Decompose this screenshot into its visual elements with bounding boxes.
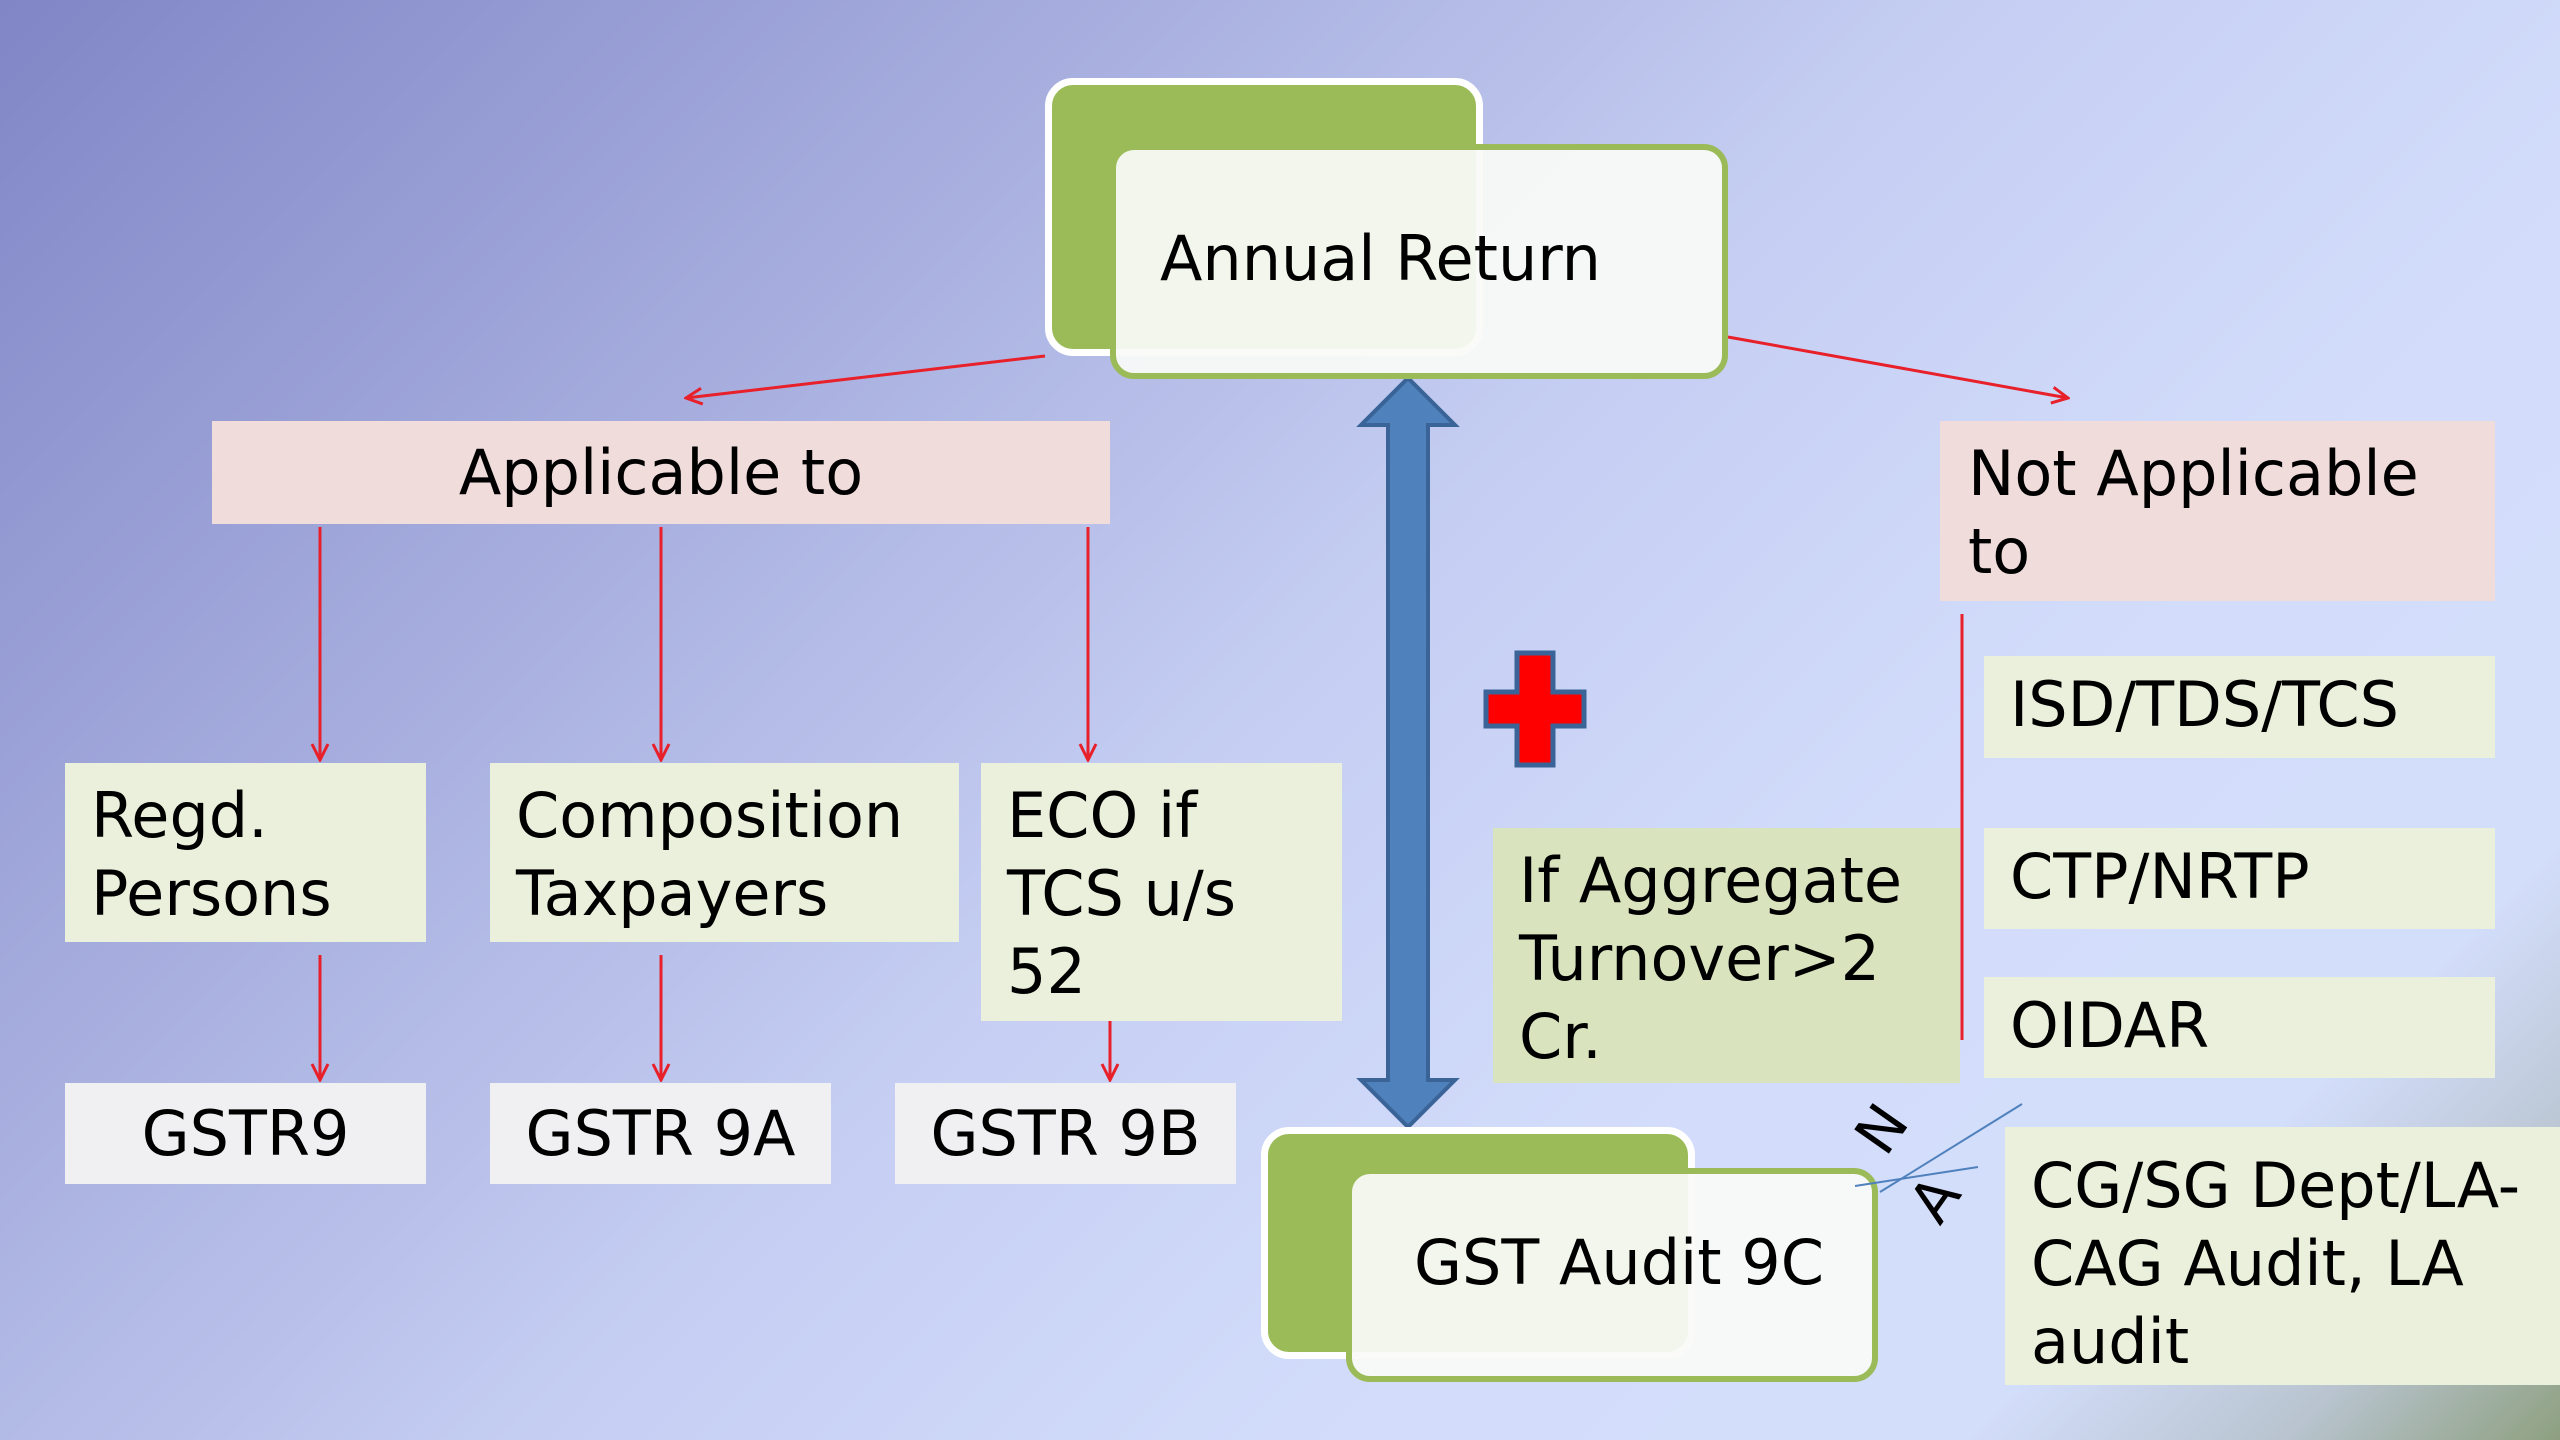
applicable-header: Applicable to xyxy=(212,421,1110,524)
not-applicable-item-label: ISD/TDS/TCS xyxy=(2010,668,2400,741)
annual-return-label: Annual Return xyxy=(1160,222,1601,295)
form-gstr9b: GSTR 9B xyxy=(895,1083,1236,1184)
not-applicable-item-label: CTP/NRTP xyxy=(2010,840,2310,913)
applicable-header-label: Applicable to xyxy=(458,435,864,509)
connector-root-not-applicable xyxy=(1727,335,2068,398)
not-applicable-item-label: OIDAR xyxy=(2010,989,2210,1062)
not-applicable-header-label: Not Applicable to xyxy=(1968,437,2419,588)
form-gstr9a: GSTR 9A xyxy=(490,1083,831,1184)
category-composition-taxpayers: Composition Taxpayers xyxy=(490,763,959,942)
category-label: Regd. Persons xyxy=(91,779,332,930)
audit-not-applicable-label: CG/SG Dept/LA- CAG Audit, LA audit xyxy=(2031,1149,2521,1378)
plus-icon xyxy=(1483,650,1587,768)
audit-condition: If Aggregate Turnover>2 Cr. xyxy=(1493,828,1960,1083)
category-label: Composition Taxpayers xyxy=(516,779,904,930)
connector-root-applicable xyxy=(686,354,1046,398)
category-eco-tcs: ECO if TCS u/s 52 xyxy=(981,763,1342,1021)
gst-audit-card[interactable]: GST Audit 9C xyxy=(1346,1168,1878,1382)
form-gstr9: GSTR9 xyxy=(65,1083,426,1184)
form-label: GSTR 9B xyxy=(930,1096,1201,1170)
audit-not-applicable-note: CG/SG Dept/LA- CAG Audit, LA audit xyxy=(2005,1127,2560,1385)
not-applicable-item-ctp: CTP/NRTP xyxy=(1984,828,2495,929)
category-regd-persons: Regd. Persons xyxy=(65,763,426,942)
audit-condition-label: If Aggregate Turnover>2 Cr. xyxy=(1519,844,1903,1073)
not-applicable-header: Not Applicable to xyxy=(1940,421,2495,601)
not-applicable-item-isd: ISD/TDS/TCS xyxy=(1984,656,2495,758)
form-label: GSTR 9A xyxy=(525,1096,796,1170)
form-label: GSTR9 xyxy=(141,1096,350,1170)
gst-audit-label: GST Audit 9C xyxy=(1414,1226,1825,1299)
not-applicable-item-oidar: OIDAR xyxy=(1984,977,2495,1078)
annual-return-card[interactable]: Annual Return xyxy=(1110,144,1728,379)
category-label: ECO if TCS u/s 52 xyxy=(1007,779,1237,1008)
